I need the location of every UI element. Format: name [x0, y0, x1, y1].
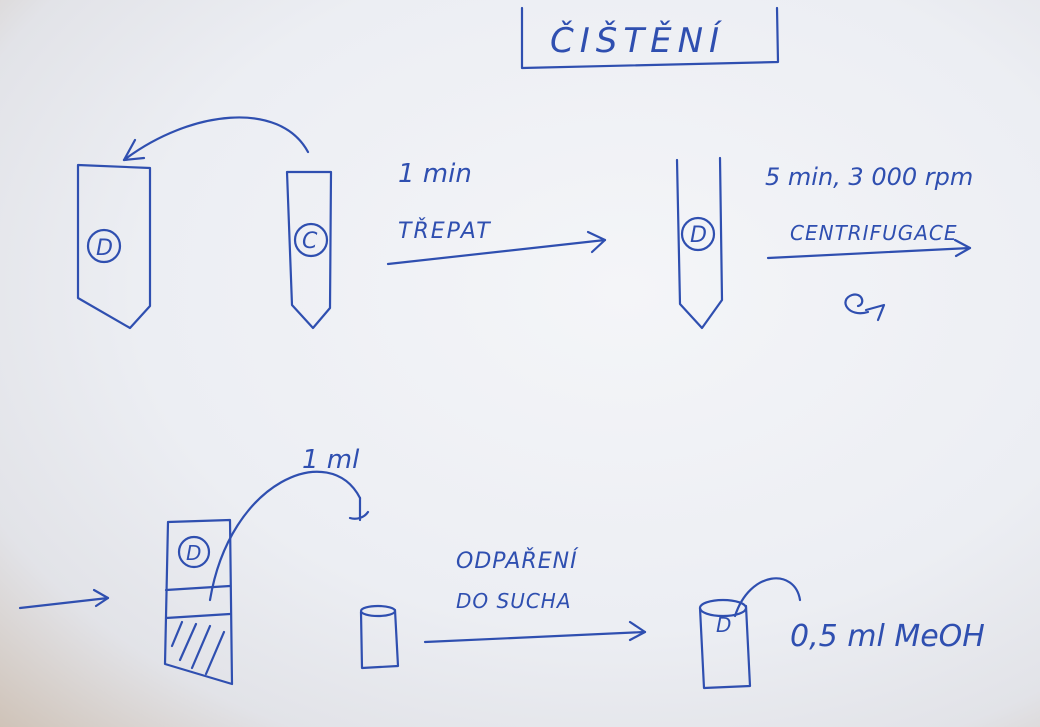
arrow-2: [766, 246, 972, 260]
arrow-1: [386, 238, 607, 266]
small-vial: [359, 604, 400, 670]
evaporation-step: ODPAŘENÍ DO SUCHA: [423, 548, 647, 644]
reagent-text: 0,5 ml MeOH: [790, 619, 985, 654]
transfer-arrow: [122, 116, 310, 162]
shake-step: 1 min TŘEPAT: [386, 159, 607, 266]
shake-time: 1 min: [398, 159, 472, 189]
reagent-arrow: [733, 577, 802, 618]
vial-d: D: [698, 577, 802, 690]
transfer-volume: 1 ml: [302, 445, 360, 475]
shake-action: TŘEPAT: [398, 218, 492, 244]
sediment-hatch: [170, 620, 226, 676]
evaporation-line1: ODPAŘENÍ: [456, 548, 579, 574]
tube-d-layered-label: D: [186, 541, 201, 565]
title-box: ČIŠTĚNÍ: [520, 6, 780, 70]
tube-d-left-label: D: [96, 236, 113, 261]
centrifuge-params: 5 min, 3 000 rpm: [765, 163, 973, 191]
tube-d-left: D: [76, 163, 152, 330]
title-text: ČIŠTĚNÍ: [550, 20, 725, 61]
evaporation-line2: DO SUCHA: [456, 589, 572, 613]
vial-d-label: D: [716, 613, 731, 637]
rotation-icon: [844, 293, 886, 322]
tube-d-centrifuge-label: D: [690, 223, 707, 248]
tube-c-label: C: [302, 229, 318, 254]
centrifuge-step: 5 min, 3 000 rpm CENTRIFUGACE: [765, 163, 973, 322]
pipette-transfer: 1 ml: [208, 445, 370, 602]
centrifuge-action: CENTRIFUGACE: [790, 221, 958, 245]
incoming-arrow: [18, 588, 110, 610]
tube-d-centrifuge: D: [675, 156, 724, 330]
arrow-3: [423, 630, 647, 644]
tube-c: C: [285, 170, 333, 330]
tube-d-layered: D: [163, 518, 234, 686]
